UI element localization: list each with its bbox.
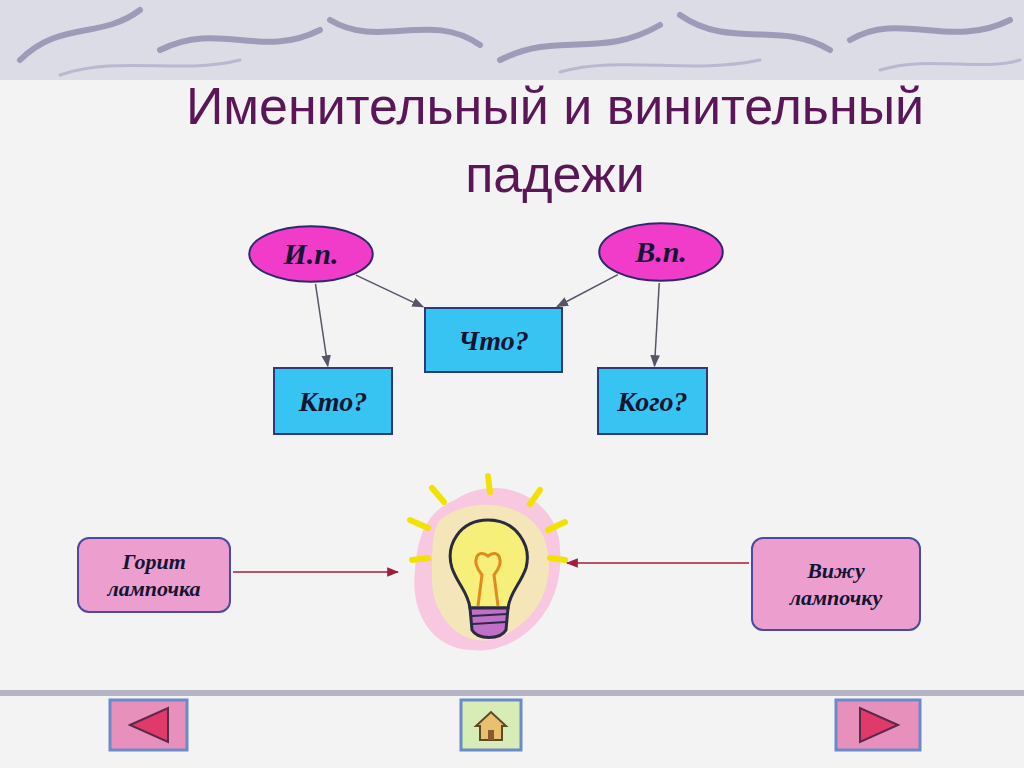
question-box: Кто? <box>273 367 393 435</box>
bottom-rule <box>0 690 1024 696</box>
question-box: Что? <box>424 307 563 373</box>
connector-arrow <box>356 275 423 307</box>
node-label: Кто? <box>299 384 367 419</box>
node-label: Вижу лампочку <box>763 557 909 612</box>
title: Именительный и винительный падежи <box>180 72 930 208</box>
connector-arrow <box>557 275 618 307</box>
case-ellipse: В.п. <box>598 222 724 282</box>
nav-back-button <box>110 700 187 750</box>
connector-arrow <box>315 284 327 366</box>
nav-home-button <box>461 700 521 750</box>
leader-arrow <box>567 562 749 564</box>
wave-pattern <box>20 10 1010 60</box>
top-band <box>0 0 1024 80</box>
leader-arrow <box>233 571 398 573</box>
question-box: Кого? <box>597 367 708 435</box>
node-label: Кого? <box>617 384 687 419</box>
example-box: Вижу лампочку <box>751 537 921 631</box>
lightbulb <box>410 476 565 650</box>
connector-arrow <box>654 283 659 366</box>
node-label: Что? <box>458 323 528 358</box>
example-box: Горит лампочка <box>77 537 231 613</box>
case-ellipse: И.п. <box>248 225 374 283</box>
nav-forward-button <box>836 700 920 750</box>
node-label: Горит лампочка <box>89 548 219 603</box>
node-label: В.п. <box>635 233 687 271</box>
node-label: И.п. <box>283 235 338 273</box>
